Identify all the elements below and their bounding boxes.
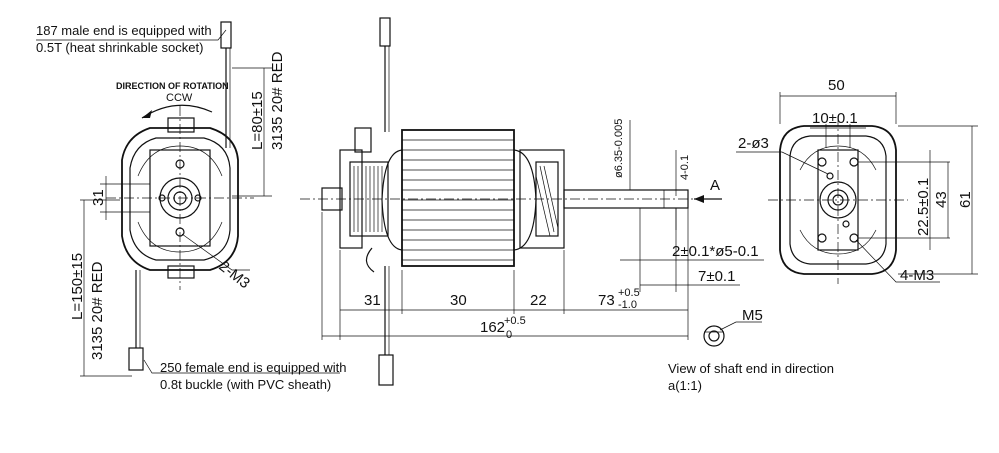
view-note-line2: a(1:1) bbox=[668, 378, 702, 393]
left-dim-31: 31 bbox=[90, 189, 107, 206]
front-coil bbox=[513, 149, 537, 251]
dim-73-tol-up: +0.5 bbox=[618, 287, 640, 299]
dim-73: 73 bbox=[598, 292, 615, 309]
dim-162-tol-up: +0.5 bbox=[504, 315, 526, 327]
note-bottom-line2: 0.8t buckle (with PVC sheath) bbox=[160, 377, 331, 392]
shaft-flat: 4-0.1 bbox=[679, 155, 691, 180]
dim-31: 31 bbox=[364, 292, 381, 309]
rotation-arrow bbox=[141, 104, 213, 119]
view-note-line1: View of shaft end in direction bbox=[668, 361, 834, 376]
right-dim-10: 10±0.1 bbox=[812, 110, 858, 127]
right-dim-22: 22.5±0.1 bbox=[915, 178, 932, 236]
right-bearing bbox=[819, 181, 857, 219]
right-holes: 2-ø3 bbox=[738, 135, 769, 152]
dim-162: 162 bbox=[480, 319, 505, 336]
rotation-label: DIRECTION OF ROTATION bbox=[116, 81, 229, 91]
rear-coil bbox=[381, 149, 403, 251]
side-view: ø6.35-0.005 4-0.1 A 2±0.1*ø5-0.1 7±0.1 3… bbox=[300, 17, 834, 393]
left-end-view: L=80±15 3135 20# RED DIRECTION OF ROTATI… bbox=[69, 21, 286, 377]
note-bottom-leader bbox=[143, 359, 340, 374]
lead-top-length: L=80±15 bbox=[249, 91, 266, 150]
note-top-line2: 0.5T (heat shrinkable socket) bbox=[36, 40, 203, 55]
left-screw-label: 2-M3 bbox=[216, 258, 253, 292]
dim-flat-depth: 2±0.1*ø5-0.1 bbox=[672, 243, 759, 260]
right-dim-43: 43 bbox=[933, 191, 950, 208]
stator-stack bbox=[401, 129, 515, 267]
left-housing bbox=[121, 127, 239, 271]
lead-bottom-length: L=150±15 bbox=[69, 253, 86, 320]
dim-73-tol-dn: -1.0 bbox=[618, 299, 637, 311]
view-arrow-a: A bbox=[710, 177, 720, 194]
right-dim-50: 50 bbox=[828, 77, 845, 94]
note-bottom-line1: 250 female end is equipped with bbox=[160, 360, 346, 375]
thread-m5: M5 bbox=[742, 307, 763, 324]
dim-162-tol-dn: 0 bbox=[506, 329, 512, 341]
bottom-terminal bbox=[128, 347, 144, 371]
lead-top-wire: 3135 20# RED bbox=[269, 51, 286, 150]
dim-7: 7±0.1 bbox=[698, 268, 735, 285]
ccw-label: CCW bbox=[166, 92, 193, 104]
dim-30: 30 bbox=[450, 292, 467, 309]
note-top-leader bbox=[36, 29, 227, 41]
lead-bottom-wire: 3135 20# RED bbox=[89, 261, 106, 360]
right-end-view: 50 10±0.1 2-ø3 22.5±0.1 43 61 4-M3 bbox=[736, 77, 978, 284]
top-terminal bbox=[220, 21, 232, 49]
shaft-diameter: ø6.35-0.005 bbox=[613, 119, 625, 178]
right-housing bbox=[779, 125, 897, 275]
note-top-line1: 187 male end is equipped with bbox=[36, 23, 212, 38]
right-screws: 4-M3 bbox=[900, 267, 934, 284]
dim-22: 22 bbox=[530, 292, 547, 309]
right-dim-61: 61 bbox=[957, 191, 974, 208]
shaft-end-detail bbox=[703, 325, 725, 347]
